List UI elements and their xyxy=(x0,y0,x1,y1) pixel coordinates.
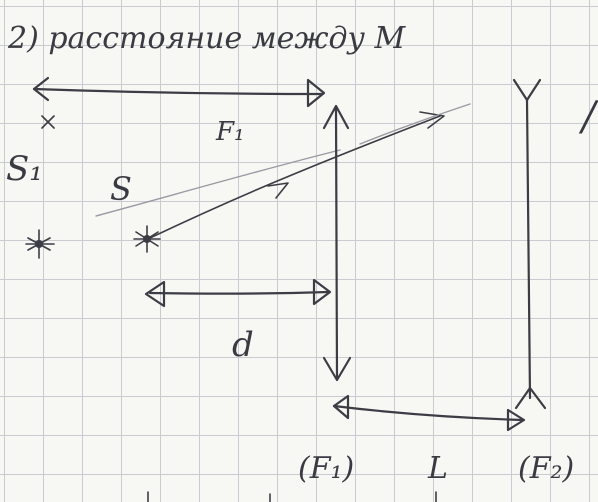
ray-direction-arrow xyxy=(267,182,289,199)
label-f1: F₁ xyxy=(215,117,244,147)
arrow-d xyxy=(144,278,332,308)
source-s1-star xyxy=(25,229,55,259)
lens-2 xyxy=(512,78,547,410)
label-d: d xyxy=(232,325,254,365)
light-ray xyxy=(149,115,441,239)
ray-end-arrow xyxy=(419,111,445,129)
label-lens-2: (F₂) xyxy=(518,451,574,486)
arrow-f1 xyxy=(32,76,326,108)
source-s-star xyxy=(133,225,161,253)
heading-text: 2) расстояние между М xyxy=(7,21,406,56)
virtual-ray-extension xyxy=(359,103,471,145)
heading-trailing-mark: / xyxy=(578,94,598,140)
label-s1: S₁ xyxy=(6,149,43,189)
label-distance-l: L xyxy=(427,451,448,486)
arrow-l xyxy=(332,394,526,432)
label-lens-1: (F₁) xyxy=(298,451,354,486)
image-point-mark xyxy=(41,115,55,129)
label-s: S xyxy=(110,170,132,208)
virtual-ray xyxy=(95,149,341,217)
lens-1 xyxy=(322,104,352,382)
